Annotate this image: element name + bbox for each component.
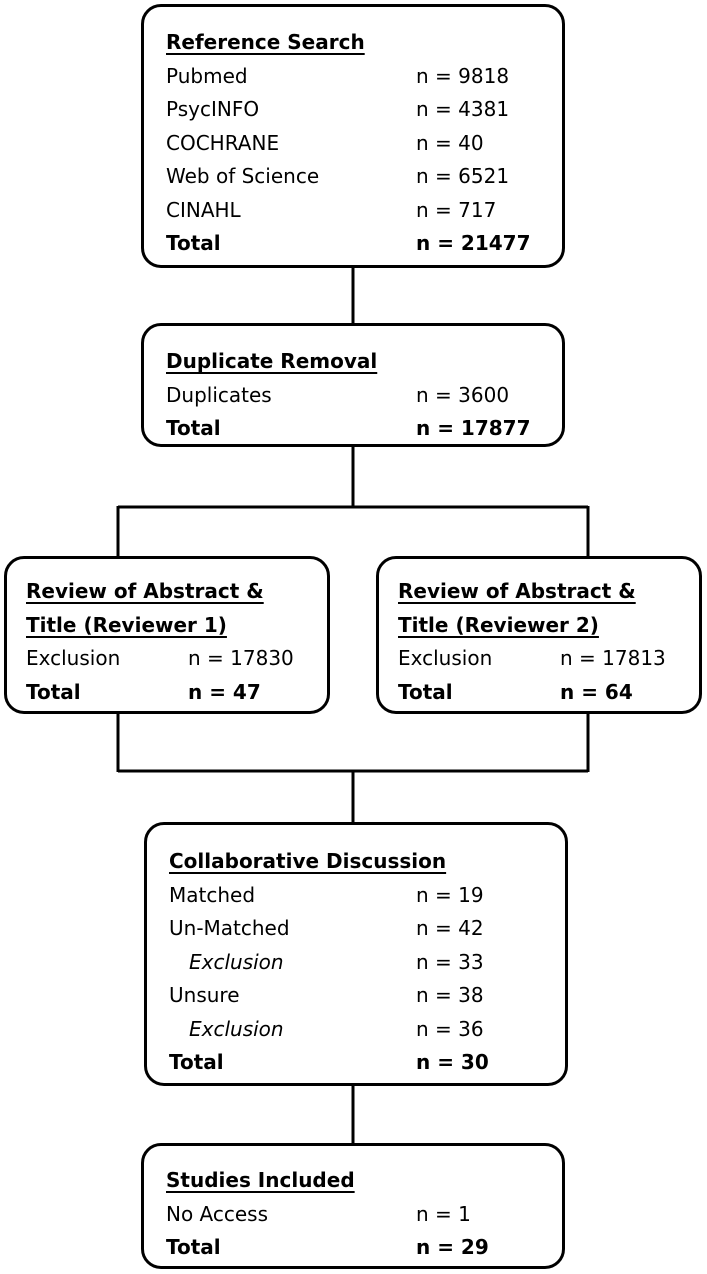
collaborative-discussion-box: Collaborative Discussion Matched n = 19 …	[144, 822, 568, 1086]
reference-search-row-pubmed: Pubmed n = 9818	[166, 60, 562, 94]
row-label: PsycINFO	[166, 97, 260, 121]
row-label: Exclusion	[189, 1016, 284, 1041]
row-label: COCHRANE	[166, 130, 280, 155]
reference-search-row-total: Total n = 21477	[166, 227, 562, 261]
row-value: n = 21477	[416, 231, 531, 255]
row-label: CINAHL	[166, 197, 241, 222]
collaborative-discussion-heading: Collaborative Discussion	[169, 849, 447, 873]
studies-included-heading: Studies Included	[166, 1168, 355, 1192]
duplicate-removal-row-total: Total n = 17877	[166, 412, 562, 446]
row-label: Total	[166, 416, 221, 440]
review-reviewer-2-row-exclusion: Exclusion n = 17813	[398, 642, 699, 676]
row-label: No Access	[166, 1201, 269, 1226]
row-value: n = 36	[416, 1016, 484, 1041]
row-value: n = 42	[416, 916, 484, 940]
row-value: n = 19	[416, 882, 484, 907]
studies-included-row-no-access: No Access n = 1	[166, 1198, 562, 1232]
duplicate-removal-heading: Duplicate Removal	[166, 349, 378, 373]
review-reviewer-2-heading-line2: Title (Reviewer 2)	[398, 612, 599, 637]
row-value: n = 1	[416, 1201, 471, 1226]
row-value: n = 17830	[188, 646, 294, 670]
reference-search-row-cochrane: COCHRANE n = 40	[166, 127, 562, 161]
row-label: Unsure	[169, 983, 240, 1007]
review-reviewer-1-heading-line1: Review of Abstract &	[26, 579, 264, 603]
row-value: n = 17813	[560, 646, 666, 670]
reference-search-heading: Reference Search	[166, 30, 365, 54]
review-reviewer-1-row-exclusion: Exclusion n = 17830	[26, 642, 327, 676]
row-label: Un-Matched	[169, 916, 290, 940]
row-value: n = 33	[416, 949, 484, 974]
row-label: Pubmed	[166, 63, 248, 88]
row-value: n = 47	[188, 679, 261, 704]
duplicate-removal-row-duplicates: Duplicates n = 3600	[166, 379, 562, 413]
review-reviewer-2-row-total: Total n = 64	[398, 676, 699, 710]
row-label: Total	[166, 231, 221, 255]
row-label: Exclusion	[26, 646, 121, 670]
review-reviewer-2-box: Review of Abstract & Title (Reviewer 2) …	[376, 556, 702, 714]
row-label: Exclusion	[398, 646, 493, 670]
row-value: n = 6521	[416, 164, 510, 188]
collaborative-discussion-row-un-matched: Un-Matched n = 42	[169, 912, 565, 946]
row-value: n = 38	[416, 983, 484, 1007]
reference-search-box: Reference Search Pubmed n = 9818 PsycINF…	[141, 4, 565, 268]
review-reviewer-2-heading-line1: Review of Abstract &	[398, 579, 636, 603]
row-value: n = 4381	[416, 97, 510, 121]
row-label: Exclusion	[189, 949, 284, 974]
row-label: Total	[169, 1050, 224, 1074]
row-value: n = 17877	[416, 416, 531, 440]
row-value: n = 3600	[416, 382, 510, 407]
collaborative-discussion-row-unsure: Unsure n = 38	[169, 979, 565, 1013]
review-reviewer-1-row-total: Total n = 47	[26, 676, 327, 710]
row-value: n = 717	[416, 197, 497, 222]
studies-included-row-total: Total n = 29	[166, 1231, 562, 1265]
row-label: Total	[166, 1235, 221, 1259]
row-value: n = 40	[416, 130, 484, 155]
collaborative-discussion-row-total: Total n = 30	[169, 1046, 565, 1080]
collaborative-discussion-row-matched: Matched n = 19	[169, 879, 565, 913]
row-label: Total	[26, 679, 81, 704]
row-value: n = 64	[560, 679, 633, 704]
row-label: Web of Science	[166, 164, 320, 188]
row-label: Matched	[169, 882, 256, 907]
duplicate-removal-box: Duplicate Removal Duplicates n = 3600 To…	[141, 323, 565, 447]
row-value: n = 30	[416, 1050, 489, 1074]
review-reviewer-1-heading-line2: Title (Reviewer 1)	[26, 612, 227, 637]
row-value: n = 9818	[416, 63, 510, 88]
row-value: n = 29	[416, 1235, 489, 1259]
row-label: Total	[398, 679, 453, 704]
reference-search-row-web-of-science: Web of Science n = 6521	[166, 160, 562, 194]
reference-search-row-psycinfo: PsycINFO n = 4381	[166, 93, 562, 127]
collaborative-discussion-row-unsure-exclusion: Exclusion n = 36	[169, 1013, 565, 1047]
reference-search-row-cinahl: CINAHL n = 717	[166, 194, 562, 228]
review-reviewer-1-box: Review of Abstract & Title (Reviewer 1) …	[4, 556, 330, 714]
collaborative-discussion-row-un-matched-exclusion: Exclusion n = 33	[169, 946, 565, 980]
row-label: Duplicates	[166, 382, 272, 407]
studies-included-box: Studies Included No Access n = 1 Total n…	[141, 1143, 565, 1269]
